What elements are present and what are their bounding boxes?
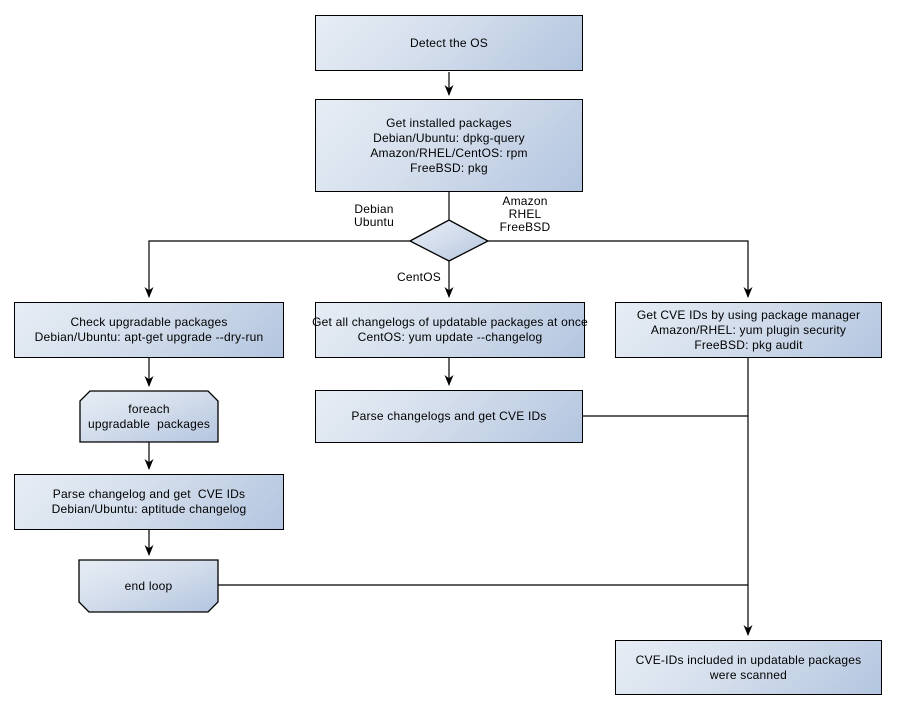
edge-decision-to-check-upgradable (144, 240, 410, 298)
os-decision-diamond (408, 219, 490, 262)
edge-decision-to-get-cve (488, 240, 753, 298)
node-cve-ids-scanned: CVE-IDs included in updatable packages w… (615, 640, 882, 695)
foreach-loop-shape (79, 390, 219, 443)
node-get-cve-ids-package-manager-label: Get CVE IDs by using package manager Ama… (636, 307, 861, 352)
node-get-all-changelogs: Get all changelogs of updatable packages… (312, 302, 588, 358)
node-parse-changelogs-centos-label: Parse changelogs and get CVE IDs (351, 409, 547, 423)
node-get-installed-packages-label: Get installed packages Debian/Ubuntu: dp… (370, 115, 528, 175)
node-get-installed-packages: Get installed packages Debian/Ubuntu: dp… (315, 99, 583, 192)
node-cve-ids-scanned-label: CVE-IDs included in updatable packages w… (635, 652, 862, 682)
edge-label-centos: CentOS (397, 270, 441, 284)
end-loop-shape (78, 559, 219, 613)
node-detect-os: Detect the OS (315, 15, 583, 71)
node-get-all-changelogs-label: Get all changelogs of updatable packages… (312, 315, 588, 344)
node-parse-changelog-debian-label: Parse changelog and get CVE IDs Debian/U… (51, 487, 247, 516)
node-detect-os-label: Detect the OS (410, 35, 488, 50)
edge-label-amazon-rhel-freebsd: Amazon RHEL FreeBSD (499, 194, 551, 234)
edge-label-debian-ubuntu: Debian Ubuntu (354, 202, 394, 229)
node-check-upgradable-packages: Check upgradable packages Debian/Ubuntu:… (14, 302, 284, 358)
node-parse-changelogs-centos: Parse changelogs and get CVE IDs (315, 390, 583, 443)
node-parse-changelog-debian: Parse changelog and get CVE IDs Debian/U… (14, 474, 284, 530)
node-check-upgradable-packages-label: Check upgradable packages Debian/Ubuntu:… (34, 315, 264, 344)
node-get-cve-ids-package-manager: Get CVE IDs by using package manager Ama… (615, 302, 882, 358)
